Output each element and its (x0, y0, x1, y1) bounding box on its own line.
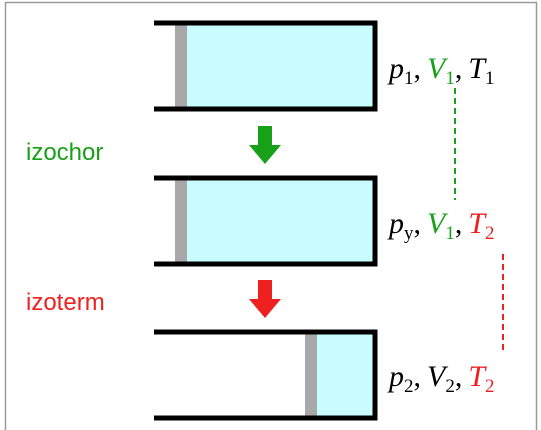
pressure-subscript: y (404, 223, 414, 244)
piston (175, 178, 187, 264)
state-2-label: py,V1,T2 (387, 207, 495, 244)
green-down-arrow-icon (249, 126, 281, 164)
temperature-symbol: T (468, 52, 487, 85)
pressure-subscript: 1 (404, 68, 414, 89)
volume-symbol: V (427, 360, 449, 393)
frame-border (4, 1, 538, 430)
isothermal-label: izoterm (26, 289, 105, 316)
state-3-label: p2,V2,T2 (387, 360, 495, 397)
cylinder-state-1 (154, 20, 378, 112)
temperature-subscript: 1 (485, 68, 495, 89)
separator: , (455, 207, 463, 240)
separator: , (414, 52, 422, 85)
temperature-symbol: T (468, 207, 487, 240)
cylinder-state-2 (154, 175, 378, 267)
separator: , (455, 360, 463, 393)
separator: , (414, 207, 422, 240)
pressure-symbol: p (387, 360, 404, 393)
pressure-symbol: p (387, 207, 404, 240)
piston (175, 23, 187, 109)
volume-subscript: 2 (445, 376, 455, 397)
temperature-subscript: 2 (485, 223, 495, 244)
state-1-label: p1,V1,T1 (387, 52, 495, 89)
isochoric-label: izochor (26, 139, 103, 166)
cylinder-state-3 (154, 329, 378, 421)
pressure-symbol: p (387, 52, 404, 85)
cylinder-wall (154, 20, 378, 112)
temperature-symbol: T (468, 360, 487, 393)
gas-region (175, 23, 375, 109)
red-down-arrow-icon (249, 280, 281, 318)
separator: , (414, 360, 422, 393)
pressure-subscript: 2 (404, 376, 414, 397)
piston (305, 332, 317, 418)
volume-subscript: 1 (445, 68, 455, 89)
gas-region (175, 178, 375, 264)
volume-symbol: V (427, 52, 449, 85)
volume-symbol: V (427, 207, 449, 240)
cylinder-wall (154, 175, 378, 267)
volume-subscript: 1 (445, 223, 455, 244)
cylinder-wall (154, 329, 378, 421)
separator: , (455, 52, 463, 85)
temperature-subscript: 2 (485, 376, 495, 397)
